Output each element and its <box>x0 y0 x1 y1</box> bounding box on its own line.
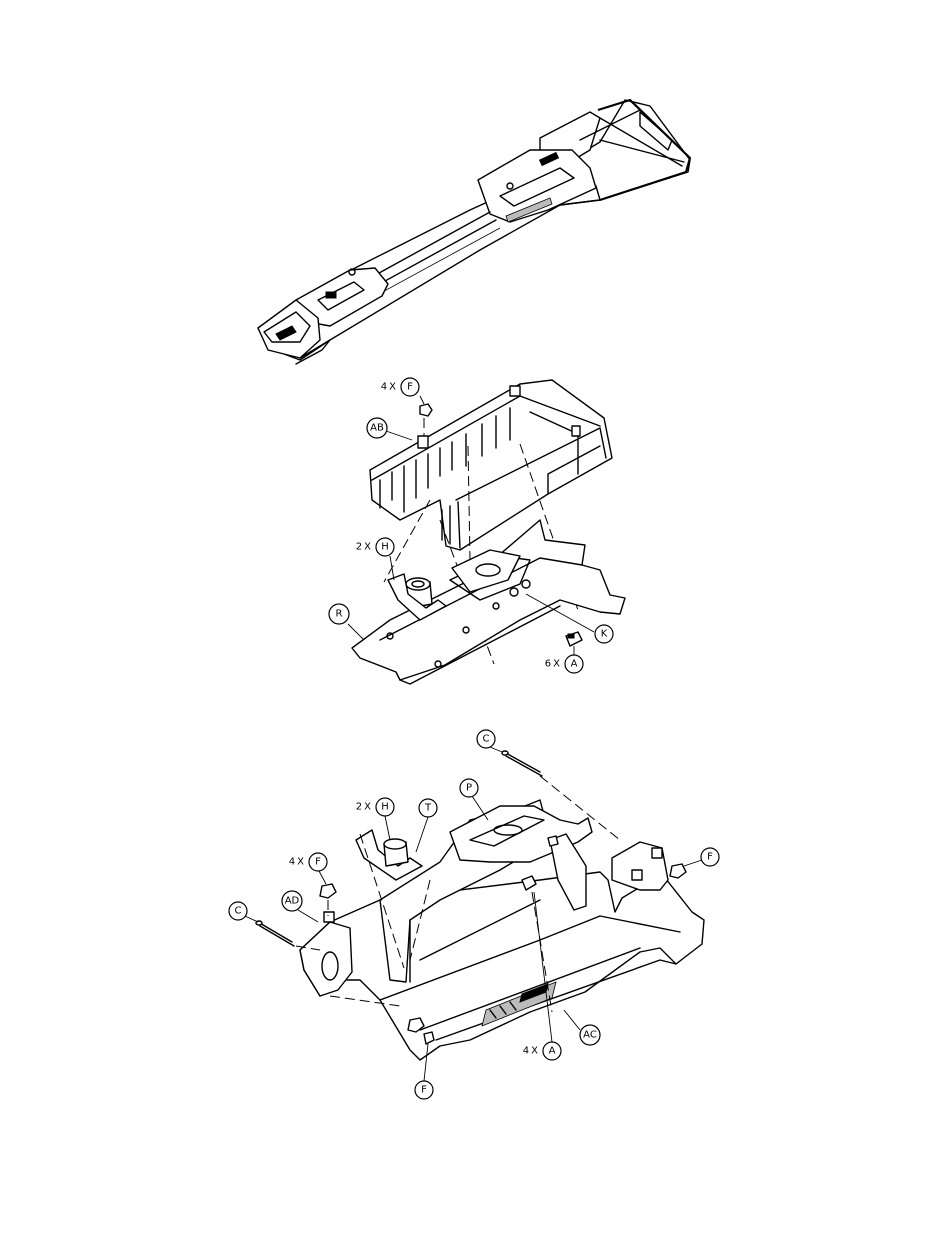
svg-text:4X: 4X <box>289 857 306 868</box>
svg-text:6X: 6X <box>545 659 562 670</box>
svg-text:A: A <box>549 1046 556 1057</box>
svg-text:A: A <box>571 659 578 670</box>
callout-ev1-r: R <box>329 604 364 640</box>
callout-ev2-c-left: C <box>229 902 258 922</box>
svg-text:H: H <box>381 542 389 553</box>
svg-text:F: F <box>707 852 713 863</box>
svg-text:K: K <box>601 629 608 640</box>
svg-text:P: P <box>466 783 472 794</box>
svg-text:AD: AD <box>285 896 300 907</box>
exploded-view-2 <box>256 751 704 1060</box>
svg-text:C: C <box>235 906 242 917</box>
svg-text:R: R <box>336 609 343 620</box>
svg-text:4X: 4X <box>381 382 398 393</box>
callout-ev1-f: F 4X <box>381 378 424 404</box>
svg-text:4X: 4X <box>523 1046 540 1057</box>
svg-text:C: C <box>483 734 490 745</box>
svg-text:AB: AB <box>370 423 384 434</box>
svg-text:F: F <box>315 857 321 868</box>
callout-ev2-c-top: C <box>477 730 502 752</box>
svg-text:2X: 2X <box>356 802 373 813</box>
svg-text:2X: 2X <box>356 542 373 553</box>
callout-ev1-a: A 6X <box>545 646 583 673</box>
assembled-rail-view <box>258 100 690 364</box>
callout-ev2-t: T <box>416 799 437 852</box>
svg-text:T: T <box>424 803 432 814</box>
callout-ev2-ac: AC <box>564 1010 600 1045</box>
callout-ev2-ad: AD <box>282 891 318 922</box>
callout-ev1-ab: AB <box>367 418 412 440</box>
svg-text:F: F <box>421 1085 427 1096</box>
svg-text:AC: AC <box>583 1030 597 1041</box>
svg-text:H: H <box>381 802 389 813</box>
svg-text:F: F <box>407 382 413 393</box>
callout-ev2-p: P <box>460 779 488 820</box>
callout-ev2-f-right: F <box>684 848 719 866</box>
exploded-view-1 <box>352 380 625 684</box>
callout-ev2-f-left: F 4X <box>289 853 327 884</box>
callout-ev2-h: H 2X <box>356 798 394 840</box>
